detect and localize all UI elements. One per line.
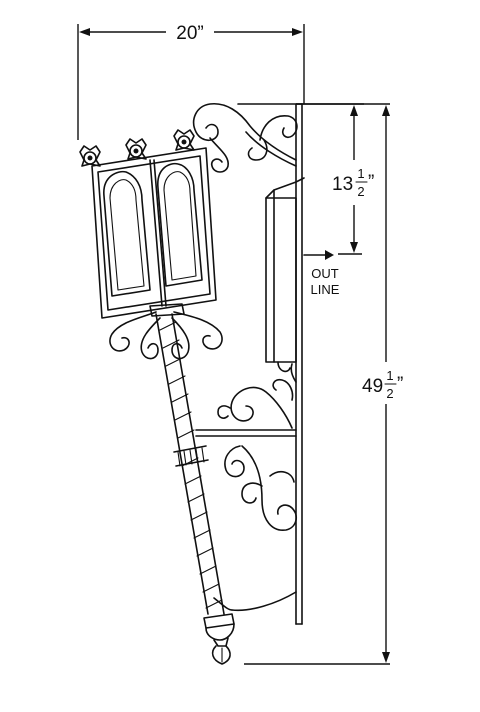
top-scroll-arm xyxy=(192,102,298,173)
outlet-line-marker: OUT LINE xyxy=(303,250,340,297)
outlet-label-line1: OUT xyxy=(311,266,339,281)
outlet-label-line2: LINE xyxy=(311,282,340,297)
torch-stem xyxy=(155,313,225,615)
outlet-height-whole: 13 xyxy=(332,174,353,195)
overall-height-whole: 49 xyxy=(362,376,383,397)
overall-height-denominator: 2 xyxy=(386,386,393,401)
overall-height-numerator: 1 xyxy=(386,368,393,383)
width-label: 20” xyxy=(176,23,203,44)
finial-left xyxy=(79,145,101,167)
outlet-height-dimension: 13 1 2 ” xyxy=(296,103,374,255)
finial-center xyxy=(125,138,147,160)
lower-scroll-arm xyxy=(224,445,298,531)
torch-lower-scrolls xyxy=(109,303,223,360)
finial-right xyxy=(173,129,195,151)
outlet-height-numerator: 1 xyxy=(357,166,364,181)
torch-finial xyxy=(203,613,235,665)
lantern-cage xyxy=(91,147,217,319)
outlet-height-inch-mark: ” xyxy=(368,172,374,193)
wall-backplate xyxy=(213,103,303,625)
lantern-finials xyxy=(79,129,195,167)
outlet-height-denominator: 2 xyxy=(357,184,364,199)
mounting-box xyxy=(265,177,305,373)
overall-height-inch-mark: ” xyxy=(397,374,403,395)
width-dimension: 20” xyxy=(77,23,305,140)
middle-scroll-arm xyxy=(195,363,297,437)
overall-height-dimension: 49 1 2 ” xyxy=(244,103,403,665)
